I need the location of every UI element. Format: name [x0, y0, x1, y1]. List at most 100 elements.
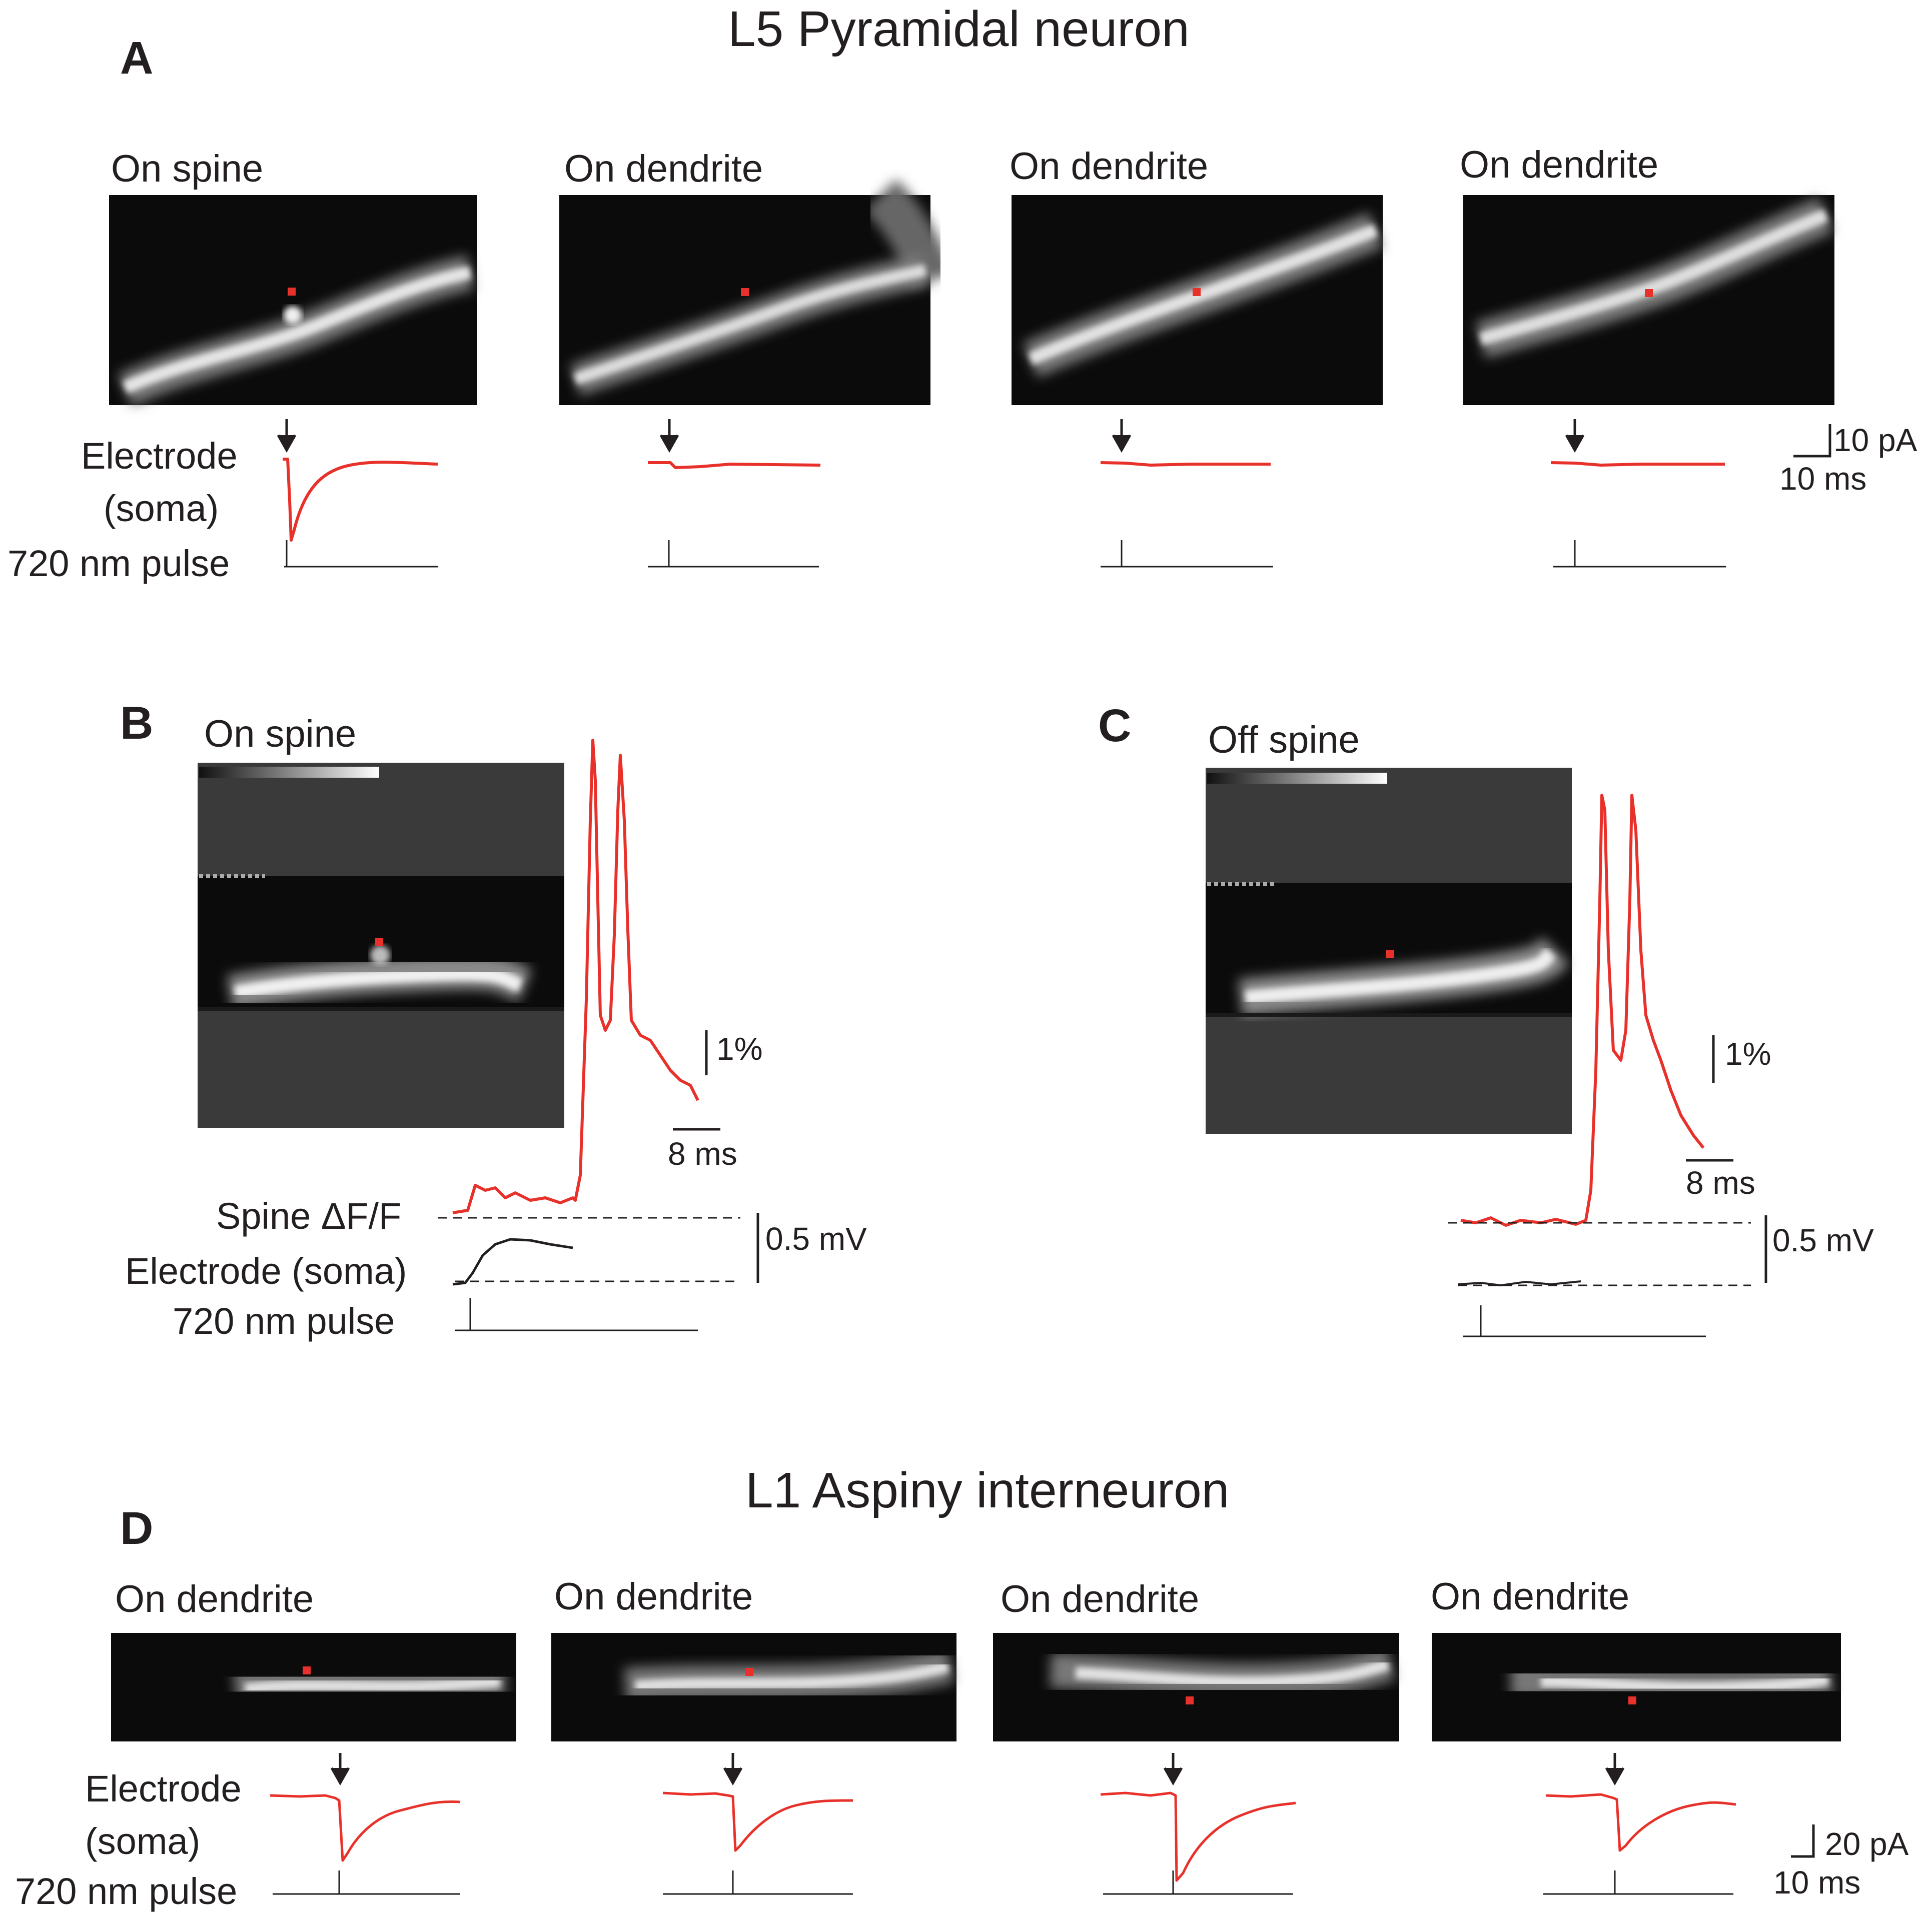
scale-bars-b — [673, 1030, 759, 1283]
arrow-down-icon — [277, 419, 297, 453]
traces-c — [1458, 794, 1706, 1337]
scale-b-time: 8 ms — [668, 1136, 737, 1172]
electrode-trace-c — [1458, 1280, 1581, 1286]
micrograph-d4 — [1432, 1633, 1841, 1741]
micrograph-a2 — [559, 179, 952, 405]
pulse-trace-a4 — [1553, 540, 1726, 568]
stim-marker — [1186, 1696, 1194, 1704]
micrograph-d2 — [551, 1633, 956, 1741]
micrograph-a3 — [1012, 195, 1383, 405]
arrow-down-icon — [723, 1753, 743, 1786]
scale-c-fluor: 1% — [1725, 1036, 1771, 1072]
label-d-electrode: Electrode — [85, 1768, 242, 1809]
scale-d-current: 20 pA — [1825, 1826, 1909, 1862]
stim-marker — [745, 1668, 753, 1676]
micrograph-d1 — [111, 1633, 516, 1741]
scale-a-time: 10 ms — [1779, 461, 1867, 497]
caption-a3: On dendrite — [1010, 145, 1209, 188]
stim-marker — [375, 938, 383, 946]
label-d-pulse: 720 nm pulse — [15, 1870, 238, 1912]
label-a-electrode: Electrode — [81, 435, 238, 477]
stim-marker — [303, 1666, 311, 1674]
caption-d4: On dendrite — [1431, 1575, 1630, 1618]
caption-a2: On dendrite — [564, 148, 763, 190]
scale-c-voltage: 0.5 mV — [1772, 1222, 1874, 1258]
electrode-trace-a1 — [283, 458, 438, 542]
spine-fluorescence-trace-b — [452, 739, 699, 1214]
pulses-a — [284, 540, 1726, 568]
imaging-window-c — [1206, 768, 1572, 1134]
panel-letter-b: B — [120, 698, 154, 749]
traces-a — [283, 458, 1725, 542]
stim-marker — [1386, 950, 1394, 958]
label-d-soma: (soma) — [85, 1820, 201, 1862]
pulse-trace-a3 — [1101, 540, 1273, 568]
label-b-electrode: Electrode (soma) — [125, 1250, 407, 1292]
pulse-trace-b — [455, 1298, 698, 1331]
electrode-trace-b — [452, 1238, 573, 1286]
label-a-pulse: 720 nm pulse — [8, 543, 230, 584]
electrode-trace-a2 — [648, 461, 821, 469]
label-b-spine: Spine ΔF/F — [216, 1195, 402, 1237]
scale-a-current: 10 pA — [1833, 422, 1917, 458]
scale-bar-a — [1793, 424, 1831, 458]
label-a-soma: (soma) — [104, 488, 219, 529]
traces-b — [452, 739, 699, 1331]
pulse-trace-c — [1463, 1305, 1706, 1337]
spine-fluorescence-trace-c — [1460, 794, 1705, 1227]
pulse-trace-a1 — [284, 540, 438, 568]
caption-a1: On spine — [111, 148, 264, 190]
scale-b-voltage: 0.5 mV — [765, 1221, 867, 1257]
scale-d-time: 10 ms — [1773, 1864, 1861, 1900]
pulse-trace-d2 — [663, 1870, 853, 1895]
stim-marker — [1193, 288, 1201, 296]
electrode-trace-d3 — [1100, 1791, 1296, 1882]
arrow-down-icon — [1112, 419, 1132, 453]
title-l1-aspiny: L1 Aspiny interneuron — [745, 1462, 1230, 1518]
micrograph-a4 — [1463, 195, 1834, 405]
electrode-trace-a3 — [1100, 461, 1271, 467]
scale-b-fluor: 1% — [716, 1031, 763, 1067]
scale-bar-d — [1791, 1824, 1815, 1858]
arrow-down-icon — [659, 419, 679, 453]
stim-marker — [1628, 1696, 1636, 1704]
pulses-d — [273, 1870, 1733, 1895]
arrow-down-icon — [1565, 419, 1585, 453]
caption-b: On spine — [204, 713, 357, 755]
caption-d2: On dendrite — [554, 1575, 753, 1618]
imaging-window-b — [198, 763, 564, 1128]
pulse-trace-d4 — [1543, 1870, 1733, 1895]
scale-c-time: 8 ms — [1686, 1165, 1755, 1201]
caption-a4: On dendrite — [1460, 144, 1659, 186]
stim-marker — [288, 288, 296, 296]
caption-d3: On dendrite — [1001, 1578, 1200, 1620]
micrograph-a1 — [109, 195, 477, 406]
panel-letter-d: D — [120, 1503, 154, 1554]
micrograph-d3 — [993, 1633, 1399, 1741]
title-l5-pyramidal: L5 Pyramidal neuron — [728, 1, 1190, 57]
electrode-trace-a4 — [1550, 461, 1725, 467]
arrow-down-icon — [330, 1753, 350, 1786]
electrode-trace-d1 — [270, 1794, 461, 1862]
pulse-trace-d3 — [1103, 1870, 1293, 1895]
scale-bars-c — [1686, 1035, 1767, 1283]
pulse-trace-d1 — [273, 1870, 460, 1895]
arrows-a — [277, 419, 1585, 453]
caption-c: Off spine — [1208, 719, 1360, 761]
electrode-trace-d2 — [662, 1791, 853, 1852]
baseline-dashes-c — [1448, 1222, 1751, 1286]
arrows-d — [330, 1753, 1625, 1786]
stim-marker — [741, 288, 749, 296]
caption-d1: On dendrite — [115, 1578, 314, 1620]
label-b-pulse: 720 nm pulse — [173, 1300, 395, 1342]
pulse-trace-a2 — [648, 540, 819, 568]
baseline-dashes-b — [438, 1217, 740, 1282]
arrow-down-icon — [1163, 1753, 1183, 1786]
panel-letter-c: C — [1098, 700, 1132, 751]
panel-letter-a: A — [120, 33, 154, 84]
stim-marker — [1645, 289, 1653, 297]
arrow-down-icon — [1605, 1753, 1625, 1786]
electrode-trace-d4 — [1545, 1793, 1736, 1852]
traces-d — [270, 1791, 1736, 1882]
